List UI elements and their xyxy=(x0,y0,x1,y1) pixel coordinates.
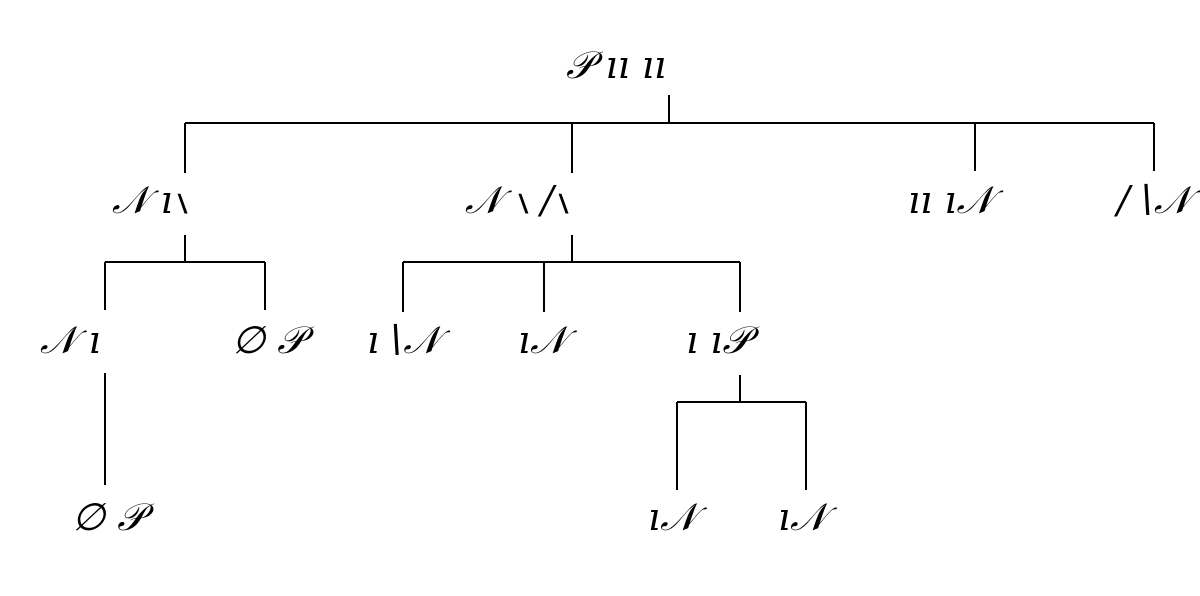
tree-edges xyxy=(104,95,1155,490)
node-n3: ıı ı𝒩 xyxy=(908,178,1005,222)
tree-nodes: 𝒫 ıı ıı 𝒩 ı∖ 𝒩 ∖ /∖ ıı ı𝒩 /∖𝒩 𝒩 ı ∅ 𝒫 ∅ … xyxy=(40,43,1200,539)
node-n1: 𝒩 ı∖ xyxy=(112,178,188,222)
node-n2c1: ı𝒩 xyxy=(648,495,708,539)
node-n1a1: ∅ 𝒫 xyxy=(72,495,155,539)
node-n2: 𝒩 ∖ /∖ xyxy=(465,178,569,222)
node-n1b: ∅ 𝒫 xyxy=(232,318,315,362)
node-n1a: 𝒩 ı xyxy=(40,318,101,362)
node-n2b: ı𝒩 xyxy=(518,318,578,362)
node-n2c: ı ı𝒫 xyxy=(686,318,760,362)
node-n4: /∖𝒩 xyxy=(1113,178,1200,222)
node-n2c2: ı𝒩 xyxy=(778,495,838,539)
node-n2a: ı∖𝒩 xyxy=(367,318,451,362)
node-root: 𝒫 ıı ıı xyxy=(566,43,666,87)
